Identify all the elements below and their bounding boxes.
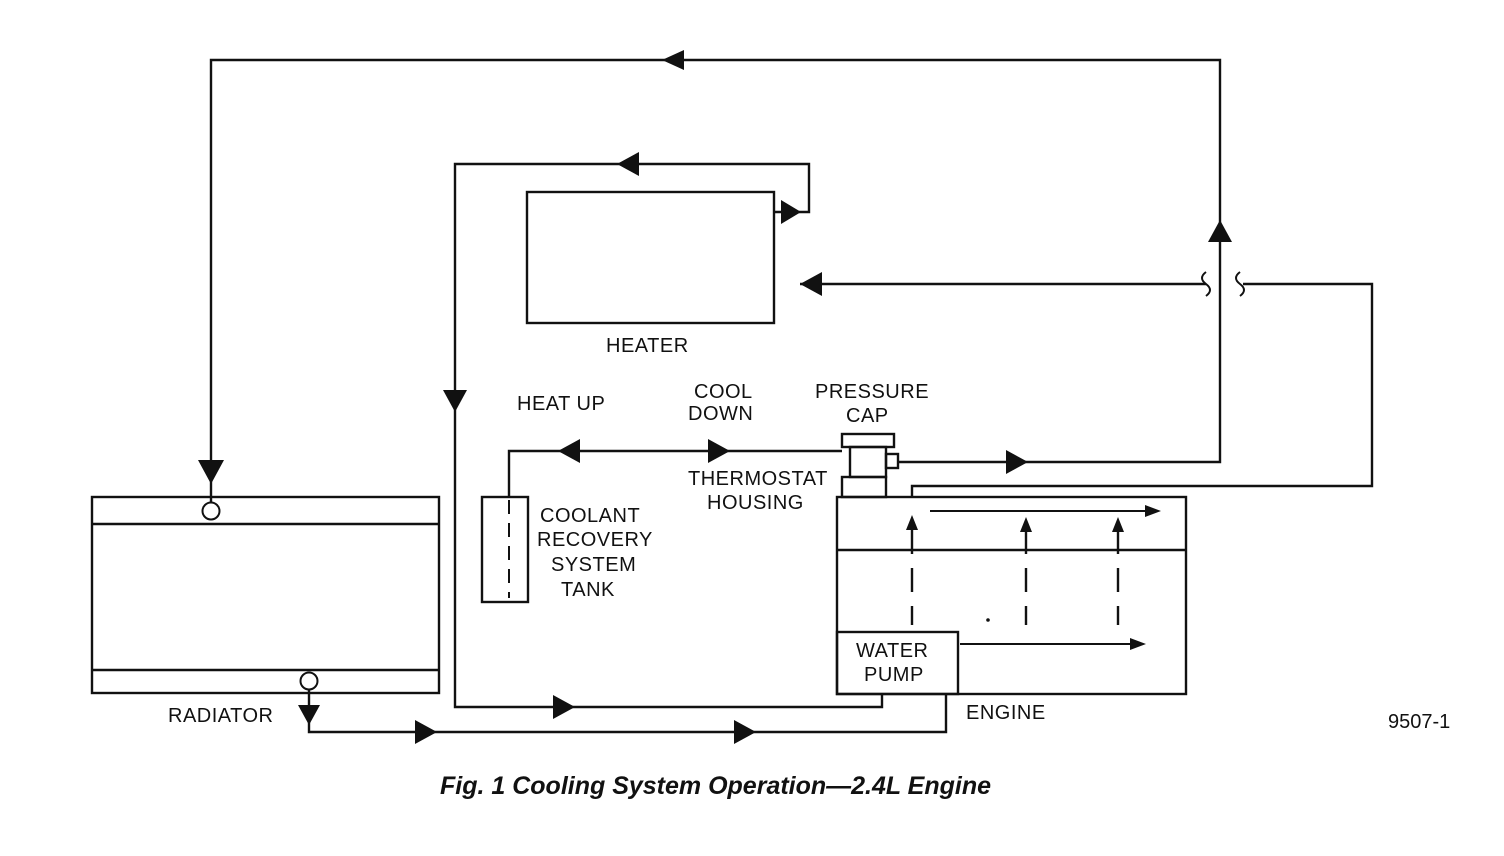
radiator-label: RADIATOR bbox=[168, 705, 274, 727]
radiator-lower-hose bbox=[298, 690, 948, 744]
coolant-recovery-tank bbox=[480, 495, 530, 604]
water-pump bbox=[835, 630, 960, 696]
cool-down-label-line1: COOL bbox=[694, 381, 753, 403]
pressure-cap-label-line2: CAP bbox=[846, 405, 889, 427]
cool-down-label-line2: DOWN bbox=[688, 403, 753, 425]
heater-core bbox=[525, 190, 776, 325]
coolant-tank-label-line2: RECOVERY bbox=[537, 529, 653, 551]
figure-caption: Fig. 1 Cooling System Operation—2.4L Eng… bbox=[440, 772, 991, 800]
water-pump-label-line1: WATER bbox=[856, 640, 929, 662]
radiator-upper-hose-loop bbox=[198, 50, 1232, 502]
engine-block bbox=[835, 495, 1188, 696]
heater-label: HEATER bbox=[606, 335, 689, 357]
heater-supply-hose bbox=[800, 271, 1374, 497]
thermostat-housing-label-line1: THERMOSTAT bbox=[688, 468, 828, 490]
engine-label: ENGINE bbox=[966, 702, 1046, 724]
coolant-tank-label-line1: COOLANT bbox=[540, 505, 640, 527]
coolant-tank-label-line4: TANK bbox=[561, 579, 615, 601]
coolant-tank-label-line3: SYSTEM bbox=[551, 554, 636, 576]
figure-code: 9507-1 bbox=[1388, 711, 1450, 733]
thermostat-housing bbox=[840, 432, 900, 499]
engine-internal-flow bbox=[906, 505, 1161, 650]
recovery-tank-hose bbox=[507, 439, 842, 497]
heat-up-label: HEAT UP bbox=[517, 393, 605, 415]
pressure-cap-label-line1: PRESSURE bbox=[815, 381, 929, 403]
heater-return-hose bbox=[443, 152, 884, 719]
radiator bbox=[90, 495, 441, 695]
thermostat-housing-label-line2: HOUSING bbox=[707, 492, 804, 514]
water-pump-label-line2: PUMP bbox=[864, 664, 924, 686]
